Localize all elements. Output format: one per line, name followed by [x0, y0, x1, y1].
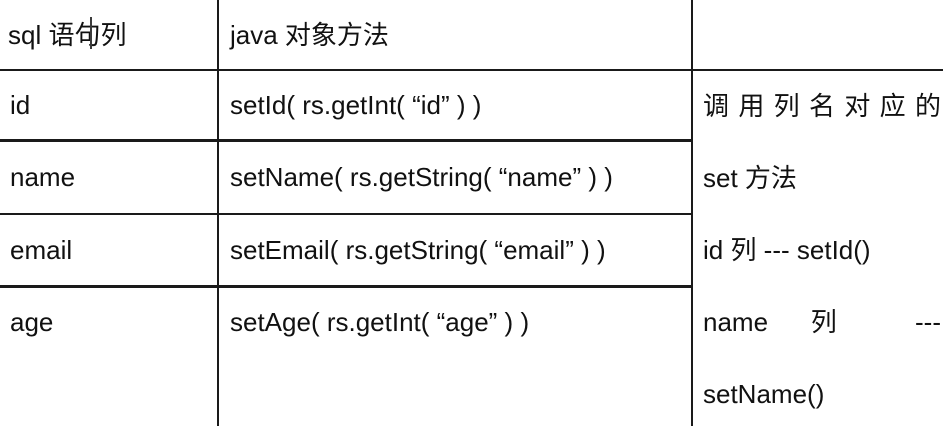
note-line[interactable]: setName() — [703, 379, 825, 409]
java-method-cell-setid[interactable]: setId( rs.getInt( “id” ) ) — [230, 90, 482, 120]
note-line[interactable]: 调用列名对应的 — [703, 91, 941, 121]
note-cell[interactable]: 调用列名对应的 set 方法 id 列 --- setId() name 列 -… — [703, 70, 941, 426]
table-border-row3-bottom — [0, 285, 693, 288]
text-cursor — [90, 17, 92, 49]
table-border-row2-bottom — [0, 213, 693, 215]
java-method-cell-setemail[interactable]: setEmail( rs.getString( “email” ) ) — [230, 235, 606, 265]
sql-column-cell-age[interactable]: age — [10, 307, 54, 337]
header-cell-java-method[interactable]: java 对象方法 — [230, 20, 389, 50]
note-line[interactable]: set 方法 — [703, 163, 797, 193]
java-method-cell-setname[interactable]: setName( rs.getString( “name” ) ) — [230, 162, 613, 192]
table-border-row1-bottom — [0, 139, 693, 142]
java-method-cell-setage[interactable]: setAge( rs.getInt( “age” ) ) — [230, 307, 530, 337]
table-border-header-bottom — [0, 69, 943, 71]
note-line[interactable]: id 列 --- setId() — [703, 235, 871, 265]
note-line[interactable]: name 列 --- — [703, 307, 941, 337]
header-cell-sql-column[interactable]: sql 语句列 — [8, 20, 127, 50]
sql-column-cell-name[interactable]: name — [10, 162, 76, 192]
sql-column-cell-email[interactable]: email — [10, 235, 73, 265]
sql-column-cell-id[interactable]: id — [10, 90, 31, 120]
